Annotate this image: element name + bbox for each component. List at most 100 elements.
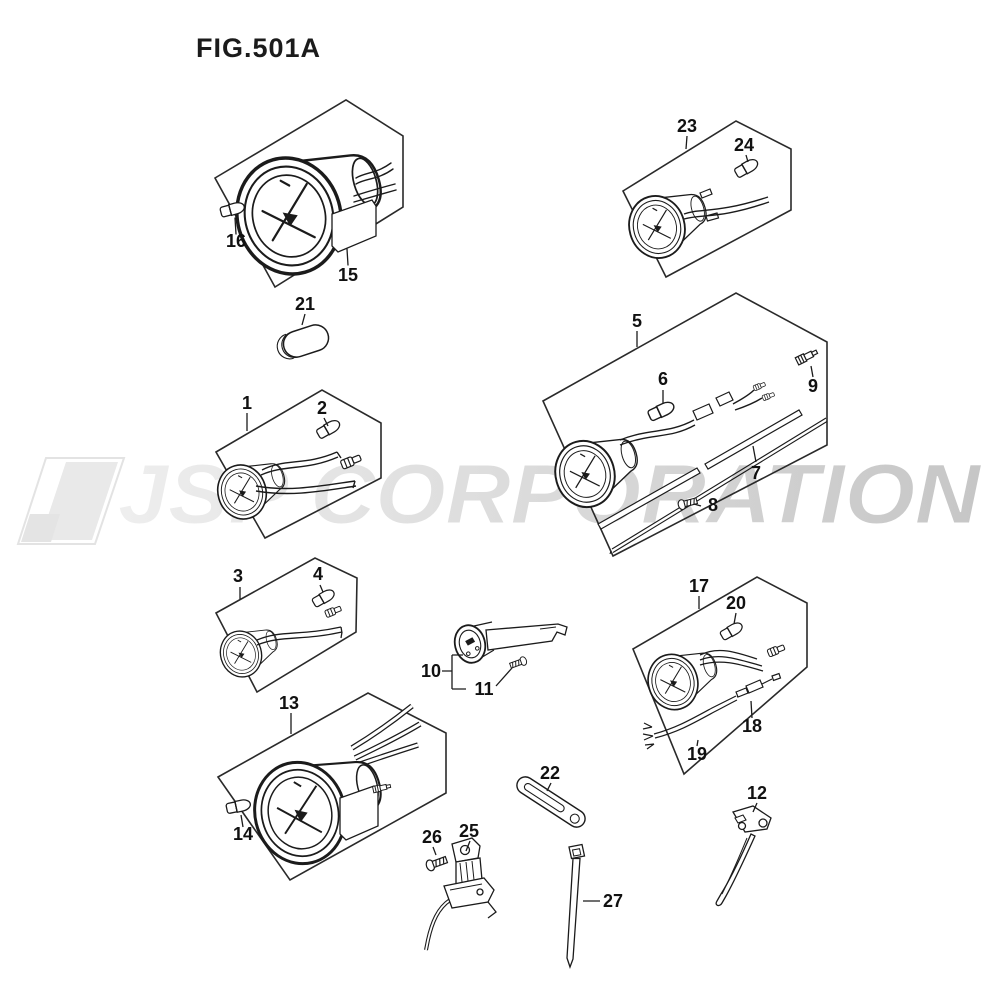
harness-wires-5 — [619, 389, 763, 446]
part-label-21: 21 — [295, 294, 315, 314]
leader-14 — [240, 814, 244, 828]
part-trim-sender-12: 12 — [715, 783, 772, 907]
watermark: JSP CORPORATION — [16, 447, 983, 545]
part-label-11: 11 — [474, 679, 493, 699]
leader-26 — [432, 846, 437, 856]
part-strap-22: 22 — [516, 763, 586, 828]
strap-22 — [516, 776, 586, 828]
bolt-26 — [424, 853, 449, 873]
part-label-16: 16 — [226, 231, 246, 251]
part-label-27: 27 — [603, 891, 623, 911]
part-label-14: 14 — [233, 824, 253, 844]
part-label-7: 7 — [751, 463, 761, 483]
bulb-6 — [646, 398, 677, 423]
kit-box-15 — [213, 99, 404, 289]
part-label-12: 12 — [747, 783, 767, 803]
part-cable-tie-27: 27 — [566, 843, 623, 969]
watermark-text: JSP CORPORATION — [118, 447, 983, 541]
assembly-bracket-25: 25 26 — [422, 821, 497, 951]
part-label-1: 1 — [242, 393, 252, 413]
part-cap-21: 21 — [276, 294, 330, 360]
leader-12 — [752, 802, 758, 813]
bulb-24 — [732, 156, 761, 180]
bulb-2 — [314, 417, 343, 441]
rod-8 — [609, 417, 828, 555]
leader-22 — [546, 782, 552, 792]
leaders-5 — [636, 331, 814, 507]
connector-9 — [794, 347, 820, 366]
bracket-lines-10 — [442, 654, 513, 690]
part-label-4: 4 — [313, 564, 323, 584]
leaders-17 — [696, 596, 753, 747]
part-label-26: 26 — [422, 827, 442, 847]
kit-box-23 — [621, 120, 792, 279]
kit-box-1 — [214, 389, 382, 540]
lever-slot — [539, 626, 557, 630]
assembly-meter-17: 17 20 18 19 — [631, 576, 808, 776]
leader-25 — [465, 840, 471, 852]
meter-wires-15 — [353, 162, 397, 203]
part-label-25: 25 — [459, 821, 479, 841]
leader-21 — [301, 313, 306, 326]
part-label-23: 23 — [677, 116, 697, 136]
meter-studs-23 — [699, 188, 720, 222]
meter-wires-3 — [256, 626, 343, 646]
watermark-logo-block — [21, 514, 60, 542]
terminal-5a — [752, 381, 767, 392]
kit-box-3 — [214, 557, 358, 694]
part-label-13: 13 — [279, 693, 299, 713]
knob-lever — [485, 623, 568, 651]
cable-tie-27 — [566, 843, 586, 969]
meter-17 — [640, 641, 726, 717]
part-label-24: 24 — [734, 135, 754, 155]
socket-3 — [324, 604, 343, 619]
meter-wires-1 — [255, 451, 357, 495]
assembly-meter-15: 16 15 — [213, 99, 404, 289]
leader-16 — [234, 217, 237, 235]
trim-sender-12 — [715, 805, 772, 907]
meter-bracket-15 — [331, 199, 377, 253]
assembly-meter-23: 23 24 — [620, 116, 792, 279]
part-label-2: 2 — [317, 398, 327, 418]
bulb-4 — [310, 586, 337, 609]
kit-box-13 — [216, 692, 447, 882]
part-label-22: 22 — [540, 763, 560, 783]
meter-wires-23 — [683, 196, 770, 220]
part-label-18: 18 — [742, 716, 762, 736]
screw-11 — [508, 655, 529, 671]
knob-face — [453, 624, 487, 664]
figure-title: FIG.501A — [196, 33, 321, 63]
kit-box-17 — [631, 576, 808, 776]
harness-connectors-5 — [692, 391, 734, 421]
part-label-6: 6 — [658, 369, 668, 389]
leader-15 — [346, 248, 349, 266]
kit-box-5 — [541, 292, 828, 558]
bulb-14 — [225, 797, 253, 815]
part-label-3: 3 — [233, 566, 243, 586]
cap-21 — [276, 324, 330, 360]
part-label-5: 5 — [632, 311, 642, 331]
part-label-9: 9 — [808, 376, 818, 396]
harness-18 — [736, 672, 782, 698]
part-label-19: 19 — [687, 744, 707, 764]
tube-7 — [597, 409, 803, 530]
bulb-20 — [718, 619, 745, 642]
watermark-logo-outline — [16, 457, 126, 545]
meter-wires-17 — [699, 649, 764, 672]
part-label-17: 17 — [689, 576, 709, 596]
meter-cables-13 — [348, 703, 422, 771]
leader-24 — [745, 154, 749, 163]
part-label-8: 8 — [708, 495, 718, 515]
leader-4 — [319, 584, 324, 593]
assembly-meter-1: 1 2 — [210, 389, 382, 540]
watermark-logo-mark — [40, 462, 118, 540]
leader-23 — [685, 135, 688, 150]
terminal-5b — [761, 391, 776, 402]
leader-2 — [323, 417, 329, 427]
assembly-knob-10: 10 11 — [421, 621, 568, 699]
socket-17 — [766, 643, 787, 658]
part-label-10: 10 — [421, 661, 441, 681]
part-label-20: 20 — [726, 593, 746, 613]
